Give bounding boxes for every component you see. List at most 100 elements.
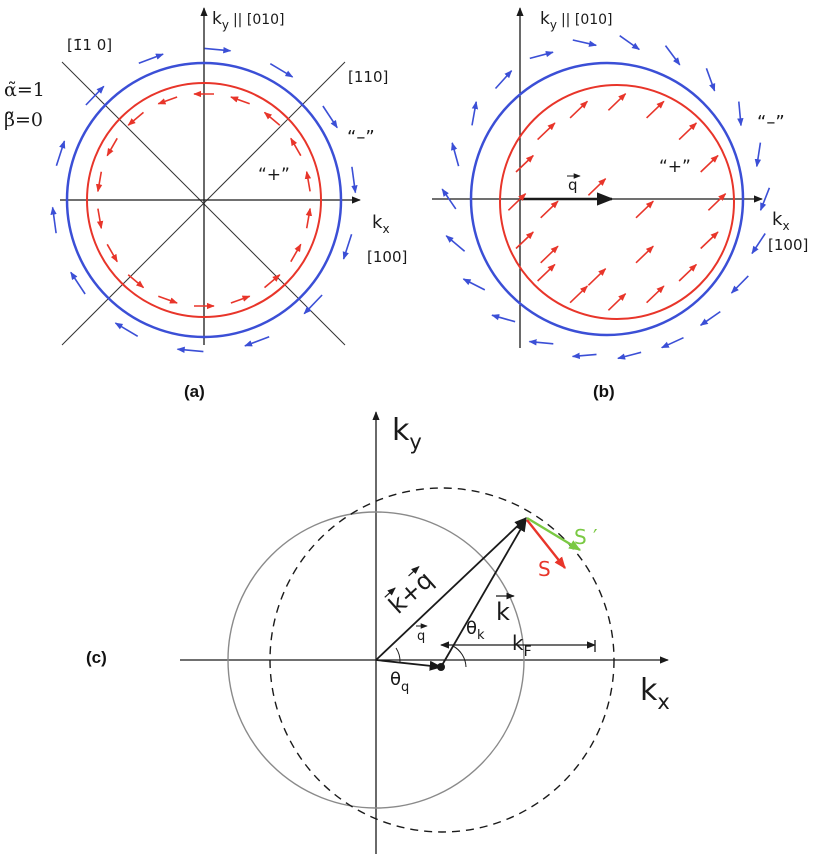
spin-arrow xyxy=(515,231,534,250)
outer-spin-arrows xyxy=(50,46,358,354)
spin-arrow xyxy=(50,206,57,234)
spin-arrow xyxy=(304,170,312,192)
spin-arrow xyxy=(85,85,105,106)
spin-arrow xyxy=(635,200,654,219)
panel-b: ky|| [010] kx [100] q “–” “+” (b) xyxy=(432,7,808,401)
spin-arrow xyxy=(55,140,66,166)
inner-spin-arrows xyxy=(95,90,313,310)
spin-arrow xyxy=(230,295,251,304)
spin-arrow xyxy=(537,263,556,282)
outer-fermi-circle xyxy=(469,61,745,337)
spin-arrow xyxy=(617,351,642,360)
spin-arrow xyxy=(244,336,270,347)
spin-arrow xyxy=(737,101,744,127)
theta-k-arc xyxy=(452,645,467,668)
diag-label-left: [1̄1 0] xyxy=(67,36,112,54)
inner-fermi-circle xyxy=(86,82,322,318)
outer-branch-label: “–” xyxy=(347,127,375,148)
outer-branch-label: “–” xyxy=(757,112,785,133)
spin-arrow xyxy=(707,193,727,211)
spin-arrow xyxy=(127,274,145,289)
kx-label: kx xyxy=(772,209,790,233)
spin-arrow xyxy=(571,352,597,359)
inner-branch-label: “+” xyxy=(659,157,691,177)
spin-arrow xyxy=(587,178,607,196)
spin-arrow xyxy=(730,275,749,294)
kx-direction: [100] xyxy=(768,236,808,254)
spin-arrow xyxy=(138,53,164,64)
spin-arrow xyxy=(322,105,338,129)
panel-a: ky|| [010] kx [100] [1̄1 0] [110] α̃=1 β… xyxy=(4,7,407,401)
outer-fermi-circle xyxy=(65,61,343,339)
caption-b: (b) xyxy=(593,382,615,401)
spin-arrow xyxy=(537,122,556,141)
spin-arrow xyxy=(127,111,145,126)
spin-arrow xyxy=(529,50,554,60)
spin-arrow xyxy=(471,101,479,126)
spin-arrow xyxy=(678,122,697,141)
k-plus-q-label-group: k+q xyxy=(383,566,438,620)
k-accent-arrow xyxy=(384,587,396,598)
spin-arrow xyxy=(462,278,486,291)
inner-branch-label: “+” xyxy=(258,165,290,185)
spin-arrow xyxy=(507,193,527,211)
spin-arrow xyxy=(751,233,766,255)
spin-arrow xyxy=(646,285,665,304)
spin-arrow xyxy=(114,322,139,337)
spin-arrow xyxy=(263,274,281,289)
spin-arrow xyxy=(569,285,588,304)
caption-c: (c) xyxy=(86,648,107,667)
spin-arrow xyxy=(759,187,771,211)
diag-label-right: [110] xyxy=(348,68,388,86)
spin-arrow xyxy=(660,336,684,349)
spin-arrow xyxy=(158,295,178,304)
q-label: q xyxy=(417,629,425,644)
spin-arrow xyxy=(303,294,323,315)
spin-arrow xyxy=(569,100,588,119)
S-prime-label: S ′ xyxy=(574,525,598,549)
spin-arrow xyxy=(305,207,313,229)
q-accent-arrow xyxy=(408,565,420,577)
spin-arrow xyxy=(351,166,358,194)
spin-arrow xyxy=(445,235,466,252)
spin-arrow xyxy=(451,142,460,167)
spin-arrow xyxy=(494,70,513,90)
outer-spin-arrows xyxy=(441,35,771,360)
ky-label: ky xyxy=(392,413,422,454)
kx-label: kx xyxy=(372,212,390,236)
k-plus-q-vector xyxy=(375,517,527,661)
spin-arrow xyxy=(230,96,250,105)
spin-arrow xyxy=(290,137,302,157)
kx-label: kx xyxy=(640,673,670,714)
circle-center-dot xyxy=(437,663,445,671)
spin-arrow xyxy=(70,271,86,295)
spin-S-arrow xyxy=(526,519,566,569)
spin-arrow xyxy=(96,208,104,230)
spin-arrow xyxy=(528,339,554,346)
theta-q-arc xyxy=(395,647,401,663)
inner-fermi-circle xyxy=(499,84,735,320)
S-label: S xyxy=(538,557,551,581)
spin-arrow xyxy=(204,46,232,54)
spin-arrow xyxy=(754,142,762,168)
ky-label: ky|| [010] xyxy=(540,9,613,32)
spin-arrow xyxy=(678,263,697,282)
kx-direction: [100] xyxy=(367,248,407,266)
theta-q-label: θq xyxy=(390,669,409,695)
spin-arrow xyxy=(619,35,640,51)
spin-arrow xyxy=(269,63,294,78)
spin-arrow xyxy=(646,100,665,119)
spin-arrow xyxy=(540,200,559,219)
spin-arrow xyxy=(587,268,607,286)
spin-arrow xyxy=(699,310,721,326)
alpha-parameter: α̃=1 xyxy=(4,79,45,101)
spin-arrow xyxy=(700,231,719,250)
spin-arrow xyxy=(664,45,681,66)
spin-arrow xyxy=(540,245,559,264)
spin-arrow xyxy=(95,171,103,193)
beta-parameter: β̃=0 xyxy=(4,109,43,131)
kF-label: kF xyxy=(512,631,532,660)
k-label: k xyxy=(496,598,510,626)
spin-arrow xyxy=(290,243,302,263)
